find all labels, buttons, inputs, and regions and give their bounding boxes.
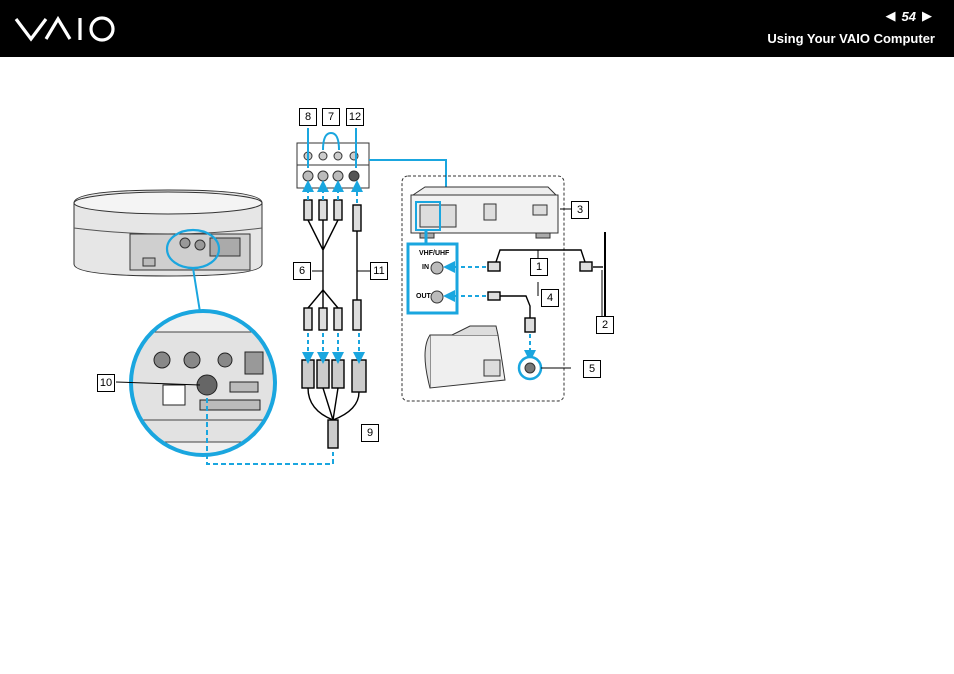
callout-3: 3 [571,201,589,219]
header-bar: ◀ 54 ▶ Using Your VAIO Computer [0,0,954,57]
callout-12: 12 [346,108,364,126]
callout-5: 5 [583,360,601,378]
callout-11: 11 [370,262,388,280]
page-number: 54 [901,8,916,24]
page-navigation: ◀ 54 ▶ [886,8,932,24]
in-port-label: IN [422,264,429,271]
callout-9: 9 [361,424,379,442]
av-cable [301,199,367,449]
magnified-port-view [129,309,277,457]
callout-4: 4 [541,289,559,307]
computer-illustration [73,189,263,277]
callout-2: 2 [596,316,614,334]
vcr-illustration [410,186,559,239]
triangle-right-icon[interactable]: ▶ [922,8,932,23]
vhf-uhf-label: VHF/UHF [419,250,450,257]
callout-6: 6 [293,262,311,280]
callout-10: 10 [97,374,115,392]
out-port-label: OUT [416,293,431,300]
tv-illustration [424,325,506,389]
vaio-logo [14,15,115,42]
triangle-left-icon[interactable]: ◀ [885,8,896,23]
callout-8: 8 [299,108,317,126]
callout-1: 1 [530,258,548,276]
section-title: Using Your VAIO Computer [767,31,935,46]
callout-7: 7 [322,108,340,126]
